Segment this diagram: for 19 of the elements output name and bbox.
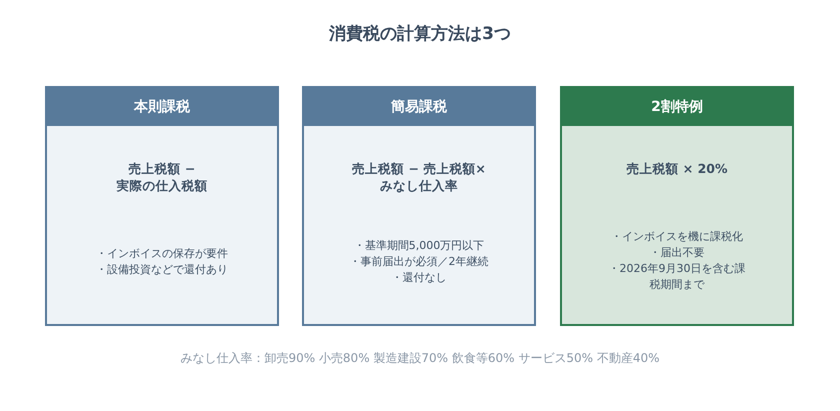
- title: 消費税の計算方法は3つ: [328, 23, 512, 45]
- bullet-text: ・事前届出が必須／2年継続: [350, 254, 488, 270]
- formula-text: 売上税額 − 実際の仕入税額: [116, 160, 208, 194]
- card-header: 本則課税: [47, 88, 277, 126]
- card-header: 2割特例: [562, 88, 792, 126]
- formula-text: 売上税額 − 売上税額×みなし仕入率: [351, 160, 487, 194]
- bullet-text: ・還付なし: [392, 270, 446, 286]
- bullet-text: ・インボイスの保存が要件: [96, 246, 228, 262]
- card-header: 簡易課税: [304, 88, 534, 126]
- method-card: [45, 86, 279, 326]
- bullet-text: ・設備投資などで還付あり: [96, 262, 228, 278]
- bullet-text: ・インボイスを機に課税化: [611, 229, 743, 245]
- bullet-text: ・基準期間5,000万円以下: [354, 238, 484, 254]
- bullet-text: ・2026年9月30日を含む課税期間まで: [608, 261, 746, 293]
- note-text: みなし仕入率：卸売90% 小売80% 製造建設70% 飲食等60% サービス50% 不動産40%: [180, 351, 660, 365]
- bullet-text: ・届出不要: [650, 245, 704, 261]
- formula-text: 売上税額 × 20%: [626, 160, 728, 177]
- method-card: [560, 86, 794, 326]
- method-card: [302, 86, 536, 326]
